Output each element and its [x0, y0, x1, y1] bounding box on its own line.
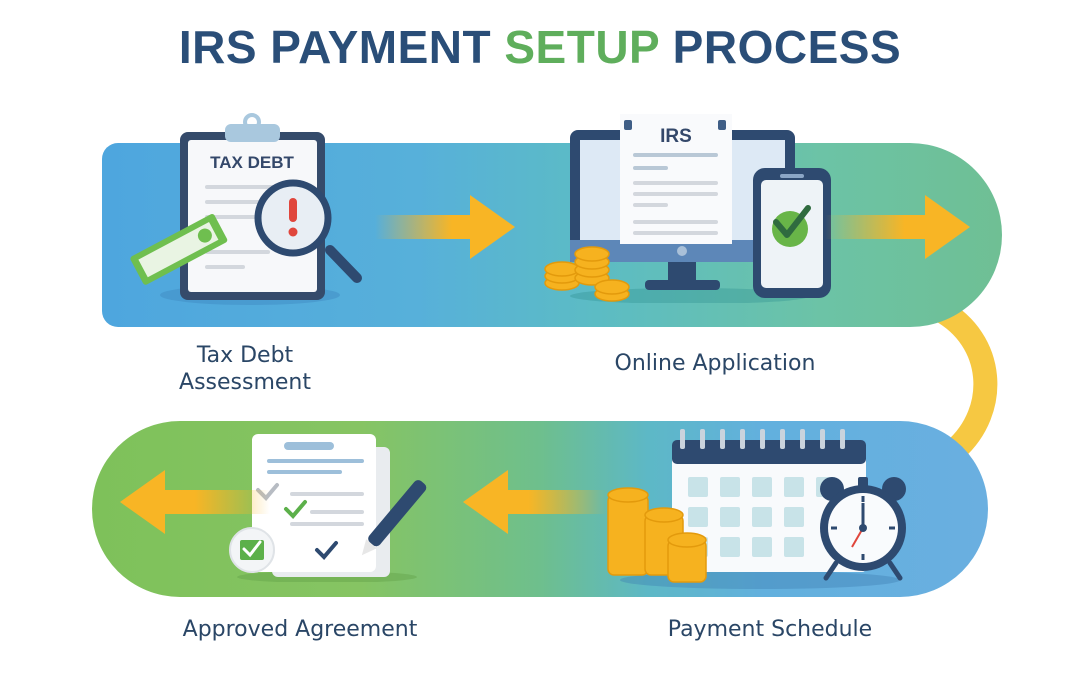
step-1-label-line-1: Tax Debt — [196, 343, 294, 368]
step-label-approved-agreement: Approved Agreement — [182, 617, 418, 642]
calendar-clock-icon — [607, 429, 906, 589]
arrow-right-icon — [375, 195, 515, 259]
title-part-1: IRS PAYMENT — [178, 21, 505, 73]
title-accent: SETUP — [504, 21, 660, 73]
signed-document-icon — [229, 434, 427, 582]
step-label-tax-debt-assessment: Tax Debt Assessment — [160, 342, 330, 396]
step-label-online-application: Online Application — [614, 351, 816, 376]
arrow-right-icon — [825, 195, 970, 259]
step-1-label-line-2: Assessment — [179, 370, 311, 395]
connector-curve — [928, 300, 998, 460]
arrow-left-icon — [463, 470, 608, 534]
step-label-payment-schedule: Payment Schedule — [667, 617, 873, 642]
arrow-left-icon — [120, 470, 270, 534]
title-part-2: PROCESS — [659, 21, 902, 73]
svg-text:TAX DEBT: TAX DEBT — [210, 153, 294, 172]
computer-phone-icon: IRS — [544, 114, 831, 303]
clipboard-magnifier-icon: TAX DEBT — [130, 113, 362, 305]
svg-text:IRS: IRS — [660, 126, 692, 147]
page-title: IRS PAYMENT SETUP PROCESS — [0, 20, 1080, 74]
